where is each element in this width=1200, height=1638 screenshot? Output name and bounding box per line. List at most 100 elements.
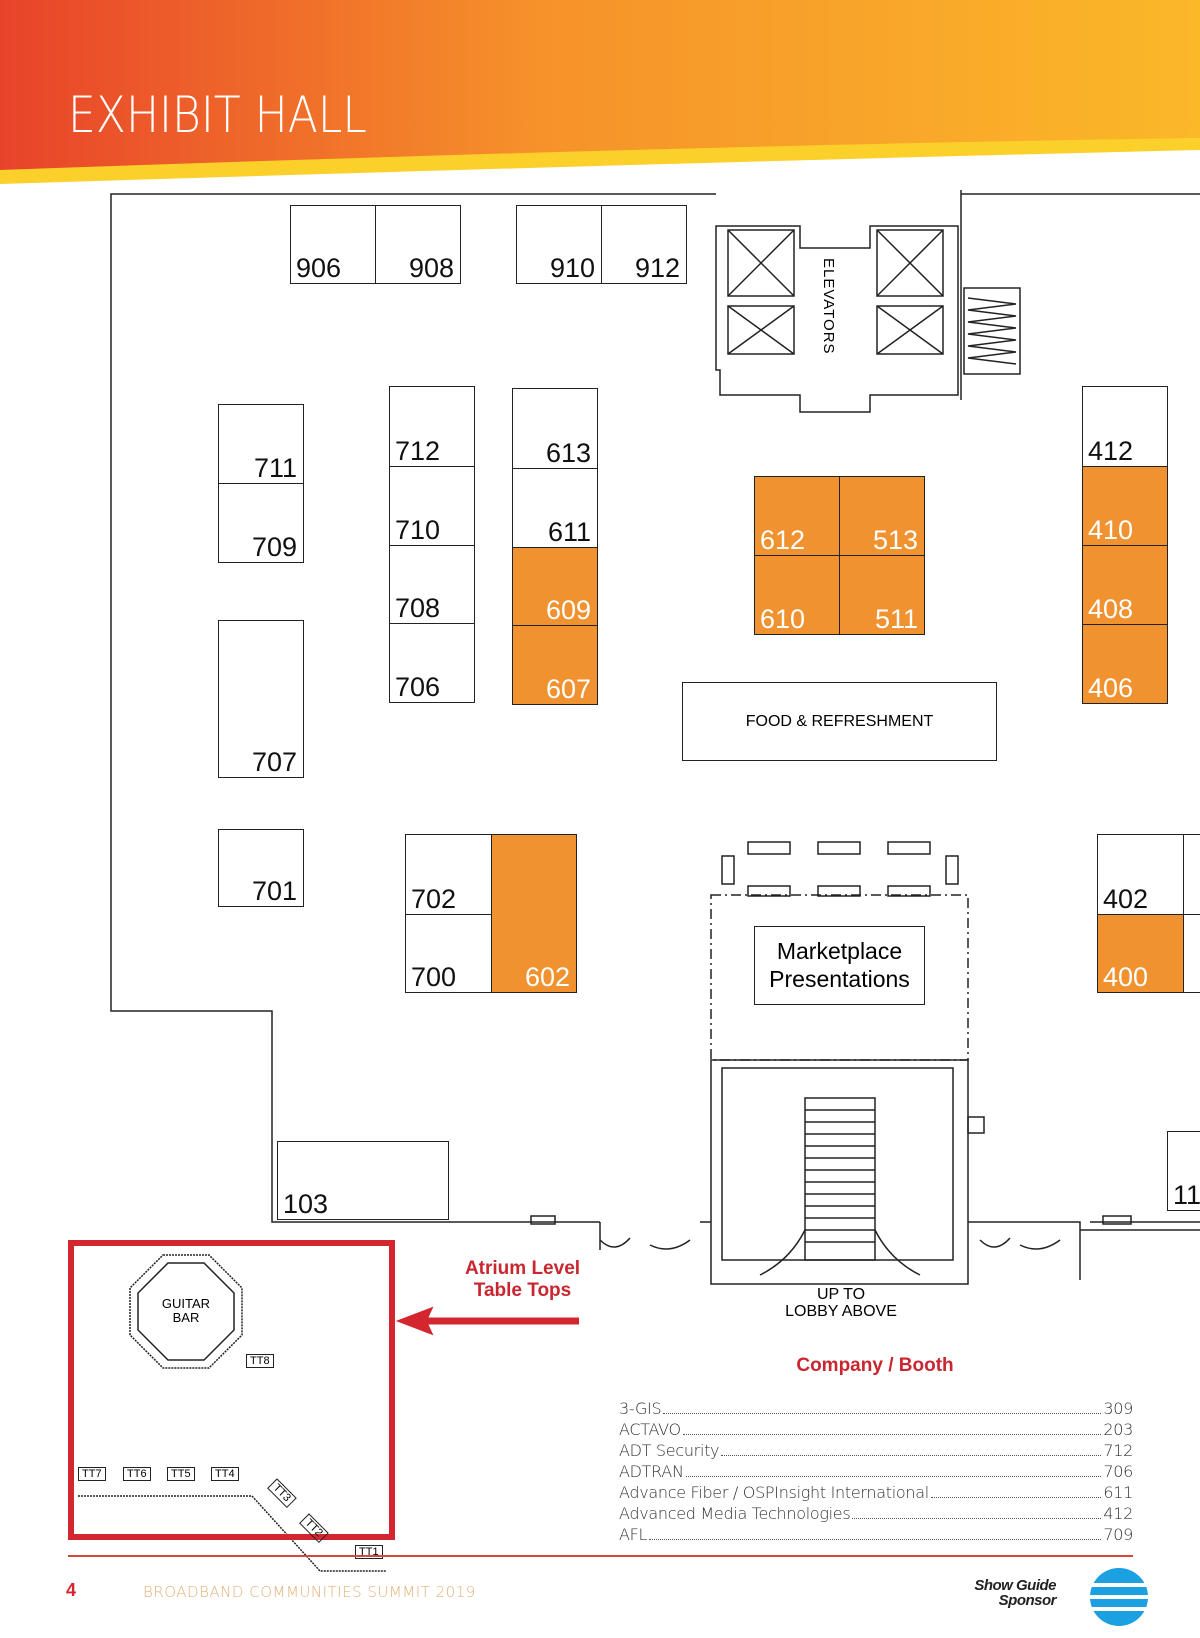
atrium-callout: Atrium Level Table Tops (440, 1258, 605, 1302)
table-top-tt6[interactable]: TT6 (123, 1467, 151, 1481)
leader-dots (930, 1482, 1102, 1498)
booth-103[interactable]: 103 (277, 1141, 449, 1220)
booth-402[interactable]: 402 (1097, 834, 1184, 915)
guitar-line1: GUITAR (161, 1296, 211, 1311)
booth-number: 412 (1088, 436, 1134, 466)
booth-708[interactable]: 708 (389, 545, 475, 624)
booth-right-edge[interactable] (1183, 834, 1200, 915)
table-top-tt7[interactable]: TT7 (78, 1467, 106, 1481)
company-name: ACTAVO (619, 1420, 681, 1439)
booth-701[interactable]: 701 (218, 829, 304, 907)
booth-number: 712 (395, 436, 441, 466)
booth-number: 103 (283, 1189, 329, 1219)
leader-dots (682, 1419, 1102, 1435)
lobby-line1: UP TO (816, 1286, 866, 1303)
booth-number: 609 (545, 595, 591, 625)
list-item[interactable]: ACTAVO 203 (619, 1419, 1133, 1440)
booth-number: 406 (1088, 673, 1134, 703)
booth-710[interactable]: 710 (389, 466, 475, 546)
list-item[interactable]: Advance Fiber / OSPInsight International… (619, 1482, 1133, 1503)
leader-dots (685, 1461, 1102, 1477)
att-logo-icon (1090, 1568, 1148, 1626)
leader-dots (663, 1398, 1102, 1414)
elevators-icon (715, 225, 1021, 413)
booth-412[interactable]: 412 (1082, 386, 1168, 467)
booth-number: 511 (874, 604, 918, 634)
booth-611[interactable]: 611 (512, 468, 598, 548)
booth-number: 610 (760, 604, 806, 634)
lobby-label: UP TO LOBBY ABOVE (740, 1286, 942, 1321)
booth-609[interactable]: 609 (512, 547, 598, 626)
header-banner (0, 0, 1200, 184)
leader-dots (852, 1503, 1102, 1519)
booth-number: 611 (1103, 1483, 1133, 1502)
booth-11x[interactable]: 11 (1167, 1131, 1200, 1211)
booth-number: 400 (1103, 962, 1149, 992)
company-name: AFL (619, 1525, 648, 1544)
booth-612[interactable]: 612 (754, 476, 840, 556)
table-top-tt8[interactable]: TT8 (246, 1354, 274, 1368)
booth-number: 602 (524, 962, 570, 992)
booth-number: 706 (395, 672, 441, 702)
booth-number: 402 (1103, 884, 1149, 914)
staircase-icon (759, 1097, 921, 1276)
company-name: Advance Fiber / OSPInsight International (619, 1483, 929, 1502)
booth-700[interactable]: 700 (405, 914, 492, 993)
booth-number: 912 (634, 253, 680, 283)
company-name: Advanced Media Technologies (619, 1504, 851, 1523)
atrium-label-line2: Table Tops (473, 1279, 572, 1301)
booth-707[interactable]: 707 (218, 620, 304, 778)
leader-dots (721, 1440, 1102, 1456)
booth-702[interactable]: 702 (405, 834, 492, 915)
booth-number: 709 (1103, 1525, 1133, 1544)
list-item[interactable]: AFL 709 (619, 1524, 1133, 1545)
booth-number: 908 (408, 253, 454, 283)
booth-910[interactable]: 910 (516, 205, 602, 284)
booth-406[interactable]: 406 (1082, 624, 1168, 704)
list-item[interactable]: Advanced Media Technologies 412 (619, 1503, 1133, 1524)
elevators-label: ELEVATORS (820, 258, 837, 355)
booth-number: 11 (1173, 1180, 1200, 1210)
booth-712[interactable]: 712 (389, 386, 475, 467)
marketplace-label: Marketplace (776, 937, 903, 964)
booth-right-edge[interactable] (1183, 914, 1200, 993)
food-label: FOOD & REFRESHMENT (745, 712, 934, 730)
leader-dots (649, 1524, 1102, 1540)
booth-613[interactable]: 613 (512, 388, 598, 469)
booth-number: 412 (1103, 1504, 1133, 1523)
table-top-tt4[interactable]: TT4 (211, 1467, 239, 1481)
booth-908[interactable]: 908 (375, 205, 461, 284)
booth-511[interactable]: 511 (839, 555, 925, 635)
booth-408[interactable]: 408 (1082, 545, 1168, 625)
atrium-inset (68, 1240, 395, 1540)
booth-610[interactable]: 610 (754, 555, 840, 635)
marketplace-presentations-area: Marketplace Presentations (754, 926, 925, 1005)
booth-912[interactable]: 912 (601, 205, 687, 284)
booth-number: 702 (411, 884, 457, 914)
publication-name: BROADBAND COMMUNITIES SUMMIT 2019 (143, 1583, 476, 1601)
booth-number: 612 (760, 525, 806, 555)
sponsor-label: Show Guide Sponsor (940, 1578, 1056, 1608)
booth-709[interactable]: 709 (218, 483, 304, 563)
booth-602[interactable]: 602 (491, 834, 577, 993)
booth-number: 613 (545, 438, 591, 468)
booth-706[interactable]: 706 (389, 623, 475, 703)
booth-410[interactable]: 410 (1082, 466, 1168, 546)
booth-607[interactable]: 607 (512, 625, 598, 705)
footer-divider (68, 1555, 1133, 1557)
lobby-line2: LOBBY ABOVE (785, 1302, 897, 1320)
booth-513[interactable]: 513 (839, 476, 925, 556)
booth-number: 709 (251, 532, 297, 562)
booth-number: 203 (1103, 1420, 1133, 1439)
booth-711[interactable]: 711 (218, 404, 304, 484)
booth-400[interactable]: 400 (1097, 914, 1184, 993)
booth-number: 906 (296, 253, 342, 283)
booth-number: 408 (1088, 594, 1134, 624)
table-top-tt5[interactable]: TT5 (167, 1467, 195, 1481)
booth-number: 910 (549, 253, 595, 283)
booth-906[interactable]: 906 (290, 205, 376, 284)
